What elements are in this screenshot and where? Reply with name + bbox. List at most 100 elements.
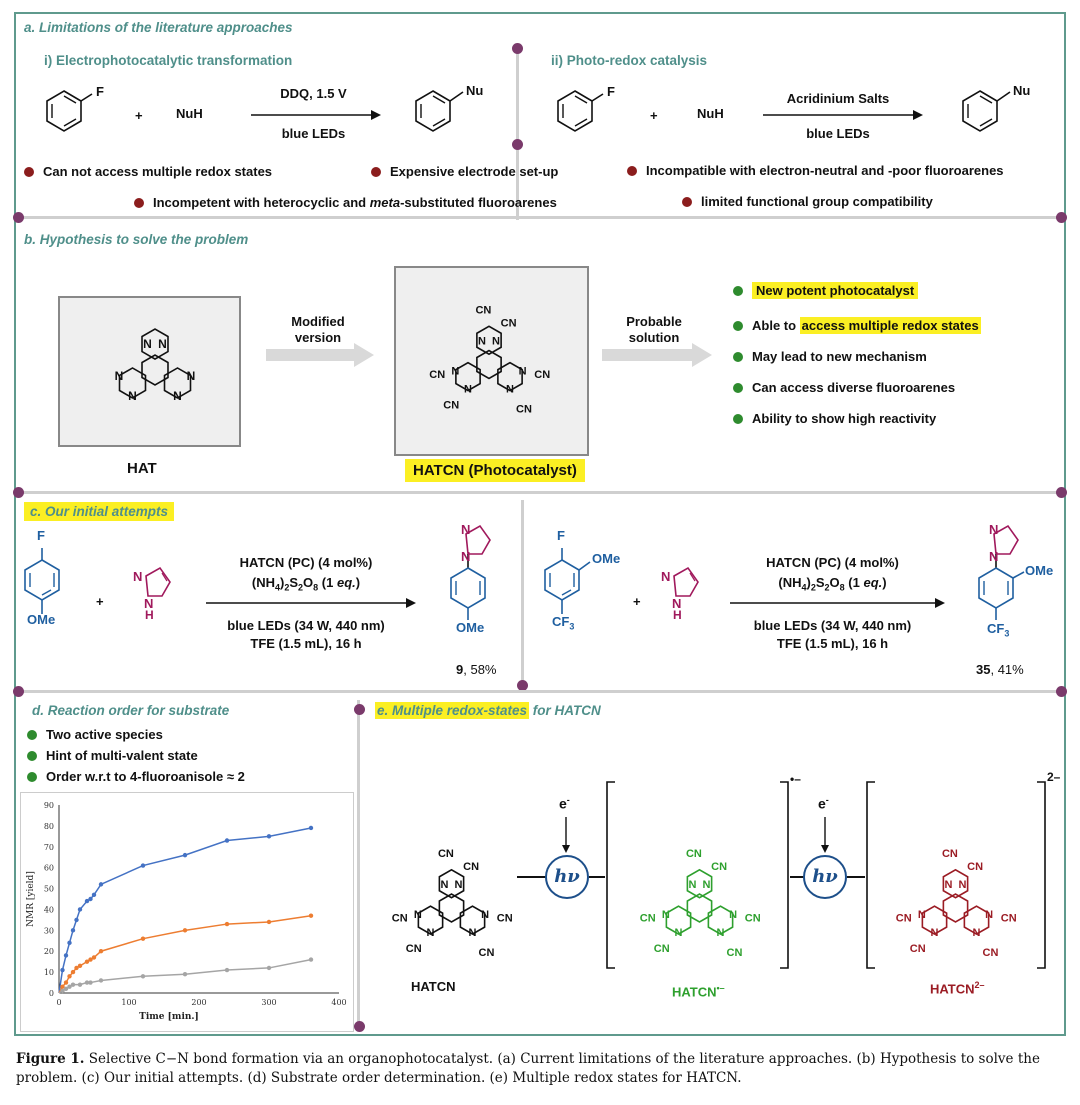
figure-frame — [14, 12, 1066, 1036]
data-point — [67, 940, 72, 946]
pyrazole-nitrogen: N — [144, 596, 154, 611]
hypothesis-text: May lead to new mechanism — [752, 349, 927, 364]
nitrogen-atom: N — [662, 909, 670, 921]
electron-label: e- — [559, 795, 570, 812]
nitrogen-atom: N — [703, 879, 711, 891]
limitation-bullet: Incompetent with heterocyclic and meta-s… — [134, 195, 557, 210]
divider-dot — [517, 680, 528, 691]
bullet-dot — [733, 321, 743, 331]
section-c-vertical-divider — [521, 500, 524, 686]
ring — [665, 905, 692, 936]
connector-line — [517, 876, 547, 878]
cyano-group: CN — [640, 913, 656, 925]
ring — [459, 905, 486, 936]
section-divider — [16, 491, 1064, 494]
cyano-group: CN — [910, 943, 926, 955]
nitrogen-atom: N — [506, 384, 514, 396]
bullet-dot — [627, 166, 637, 176]
nitrogen-atom: N — [115, 369, 124, 383]
section-a-sub-ii: ii) Photo-redox catalysis — [551, 53, 708, 68]
nitrogen-atom: N — [469, 927, 477, 939]
divider-dot — [1056, 212, 1067, 223]
nitrogen-atom: N — [464, 384, 472, 396]
plus-sign: + — [633, 594, 641, 609]
nitrogen-atom: N — [675, 927, 683, 939]
data-point — [266, 834, 272, 839]
cyano-group: CN — [727, 947, 743, 959]
ring — [686, 893, 713, 923]
fluoroarene-structure — [544, 548, 591, 614]
data-point — [308, 957, 314, 962]
bullet-dot — [134, 198, 144, 208]
condition-catalyst: HATCN (PC) (4 mol%) — [239, 555, 373, 570]
nitrogen-atom: N — [918, 909, 926, 921]
data-point — [182, 972, 188, 977]
condition-top: DDQ, 1.5 V — [280, 86, 347, 101]
data-point — [182, 852, 188, 858]
cyano-group: CN — [475, 305, 491, 317]
light-icon: hν — [545, 855, 589, 899]
nitrogen-atom: N — [985, 909, 993, 921]
divider-dot — [13, 487, 24, 498]
data-point — [182, 928, 188, 933]
cyano-group: CN — [463, 861, 479, 873]
methoxy-group: OMe — [592, 551, 621, 566]
x-tick-label: 200 — [191, 998, 206, 1007]
section-a-sub-i: i) Electrophotocatalytic transformation — [44, 53, 293, 68]
modified-arrow — [266, 343, 374, 367]
bullet-dot — [27, 772, 37, 782]
nitrogen-atom: N — [451, 365, 459, 377]
data-point — [70, 969, 76, 975]
data-point — [60, 984, 65, 989]
limitation-bullet: Incompatible with electron-neutral and -… — [627, 163, 1004, 178]
product-35-structure — [978, 524, 1025, 620]
data-point — [60, 967, 65, 973]
y-tick-label: 70 — [44, 843, 54, 852]
hypothesis-point: Can access diverse fluoroarenes — [733, 380, 955, 395]
bullet-dot — [733, 383, 743, 393]
limitation-text: Incompatible with electron-neutral and -… — [646, 163, 1004, 178]
nucleophile-substituent: Nu — [466, 83, 484, 98]
ring — [942, 893, 969, 923]
product-structure — [962, 90, 1011, 132]
section-divider — [16, 216, 1064, 219]
methoxy-group: OMe — [27, 612, 56, 627]
yield-label: 9, 58% — [456, 662, 497, 677]
cyano-group: CN — [654, 943, 670, 955]
x-tick-label: 100 — [121, 998, 136, 1007]
data-point — [63, 953, 69, 958]
data-point — [88, 957, 93, 962]
nitrogen-atom: N — [959, 879, 967, 891]
limitation-text: -substituted fluoroarenes — [400, 195, 557, 210]
ring — [497, 361, 523, 392]
cyano-group: CN — [501, 317, 517, 329]
data-point — [74, 965, 79, 971]
hypothesis-point: Able to access multiple redox states — [733, 317, 981, 334]
y-tick-label: 10 — [44, 968, 54, 977]
condition-oxidant: (NH4)2S2O8 (1 eq.) — [778, 575, 887, 593]
ring — [921, 905, 948, 936]
ring — [141, 328, 169, 360]
nitrogen-atom: N — [478, 335, 486, 347]
nitrogen-atom: N — [717, 927, 725, 939]
bracket-left — [866, 781, 875, 969]
nitrogen-atom: N — [945, 879, 953, 891]
data-point — [266, 919, 272, 925]
nucleophile-label: NuH — [697, 106, 724, 121]
data-point — [70, 982, 76, 987]
nitrogen-atom: N — [158, 337, 167, 351]
condition-solvent: TFE (1.5 mL), 16 h — [776, 636, 889, 651]
section-divider — [16, 690, 1064, 693]
ring — [141, 354, 169, 386]
x-tick-label: 300 — [261, 998, 276, 1007]
data-point — [63, 980, 69, 985]
divider-dot — [13, 212, 24, 223]
order-text: Order w.r.t to 4-fluoroanisole ≈ 2 — [46, 769, 245, 784]
nitrogen-atom: N — [128, 389, 137, 403]
connector-line — [790, 876, 804, 878]
limitation-text: Can not access multiple redox states — [43, 164, 273, 179]
y-tick-label: 80 — [44, 822, 54, 831]
